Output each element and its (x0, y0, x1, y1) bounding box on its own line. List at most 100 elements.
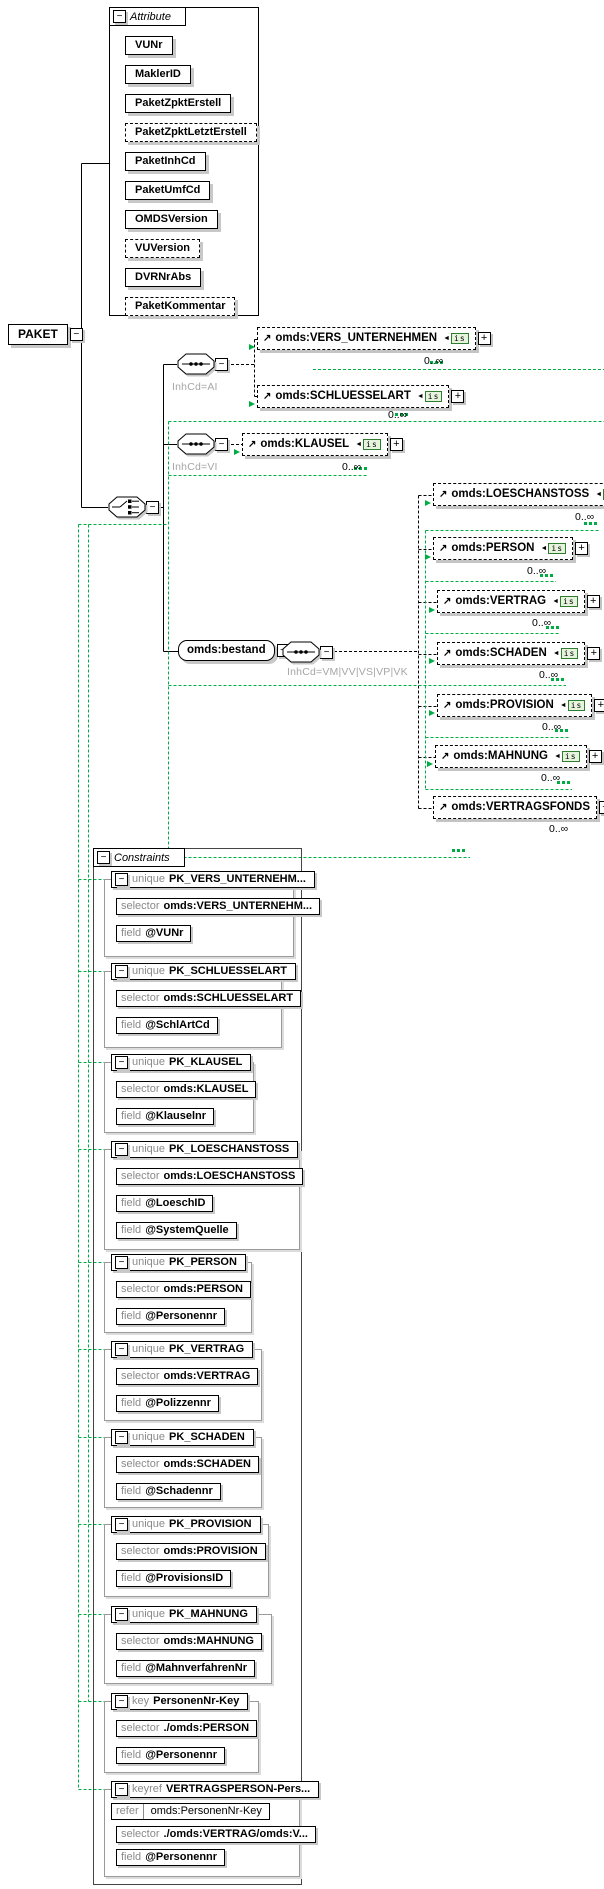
constraint-pk-person[interactable]: − unique PK_PERSON selector omds:PERSON … (104, 1254, 252, 1333)
constraint-selector[interactable]: selector omds:SCHADEN (116, 1456, 259, 1473)
collapse-icon[interactable]: − (115, 1518, 128, 1531)
element-omds-provision[interactable]: ↗ omds:PROVISION ◄is + (437, 694, 604, 717)
attribute-dvrnrabs[interactable]: DVRNrAbs (125, 268, 202, 287)
sequence-compositor-vi[interactable]: − (177, 433, 228, 455)
constraint-header[interactable]: − unique PK_VERS_UNTERNEHM... (111, 871, 315, 888)
element-omds-mahnung[interactable]: ↗ omds:MAHNUNG ◄is + (435, 745, 602, 768)
constraint-header[interactable]: − unique PK_PERSON (111, 1254, 246, 1271)
attribute-omdsversion[interactable]: OMDSVersion (125, 210, 218, 229)
constraint-field[interactable]: field @Polizzennr (116, 1395, 219, 1412)
constraint-field[interactable]: field @Personennr (116, 1747, 226, 1764)
sequence-compositor-bestand[interactable]: − (282, 641, 333, 663)
constraint-field[interactable]: field @Personennr (116, 1849, 226, 1866)
collapse-icon[interactable]: − (215, 357, 228, 371)
constraint-pk-mahnung[interactable]: − unique PK_MAHNUNG selector omds:MAHNUN… (104, 1606, 272, 1684)
attribute-maklerid[interactable]: MaklerID (125, 65, 191, 84)
element-box[interactable]: ↗ omds:VERS_UNTERNEHMEN ◄is (257, 327, 476, 350)
constraint-header[interactable]: − key PersonenNr-Key (111, 1693, 249, 1710)
constraint-header[interactable]: − unique PK_SCHLUESSELART (111, 963, 297, 980)
collapse-icon[interactable]: − (115, 965, 128, 978)
expand-icon[interactable]: + (588, 750, 602, 763)
collapse-icon[interactable]: − (215, 437, 228, 451)
constraint-header[interactable]: − unique PK_MAHNUNG (111, 1606, 257, 1623)
choice-compositor[interactable]: − (108, 496, 159, 518)
constraint-field[interactable]: field @Personennr (116, 1308, 226, 1325)
expand-icon[interactable]: + (451, 390, 465, 403)
element-box[interactable]: ↗ omds:KLAUSEL ◄is (242, 433, 388, 456)
constraint-pk-schaden[interactable]: − unique PK_SCHADEN selector omds:SCHADE… (104, 1429, 262, 1508)
attribute-paketzpkterstell[interactable]: PaketZpktErstell (125, 94, 232, 113)
element-box[interactable]: ↗ omds:PERSON ◄is (433, 537, 574, 560)
constraint-selector[interactable]: selector ./omds:VERTRAG/omds:V... (116, 1826, 316, 1843)
constraint-selector[interactable]: selector omds:LOESCHANSTOSS (116, 1168, 304, 1185)
collapse-icon[interactable]: − (115, 1143, 128, 1156)
constraint-pk-vers-unternehmen[interactable]: − unique PK_VERS_UNTERNEHM... selector o… (104, 871, 321, 957)
constraint-selector[interactable]: selector ./omds:PERSON (116, 1720, 258, 1737)
expand-icon[interactable]: + (599, 801, 604, 814)
collapse-icon[interactable]: − (115, 1608, 128, 1621)
element-omds-vers-unternehmen[interactable]: ↗ omds:VERS_UNTERNEHMEN ◄is + (257, 327, 491, 350)
collapse-icon[interactable]: − (97, 851, 110, 864)
constraint-header[interactable]: − unique PK_PROVISION (111, 1516, 261, 1533)
constraint-field[interactable]: field @ProvisionsID (116, 1570, 232, 1587)
constraint-pk-loeschanstoss[interactable]: − unique PK_LOESCHANSTOSS selector omds:… (104, 1141, 304, 1250)
attribute-vuversion[interactable]: VUVersion (125, 239, 201, 258)
element-omds-bestand[interactable]: omds:bestand − (178, 640, 290, 661)
constraint-selector[interactable]: selector omds:VERS_UNTERNEHM... (116, 898, 321, 915)
collapse-icon[interactable]: − (115, 1056, 128, 1069)
element-box[interactable]: ↗ omds:PROVISION ◄is (437, 694, 593, 717)
collapse-icon[interactable]: − (320, 645, 333, 659)
attribute-paketinhcd[interactable]: PaketInhCd (125, 152, 206, 171)
element-box[interactable]: ↗ omds:SCHADEN ◄is (437, 642, 586, 665)
constraint-pk-provision[interactable]: − unique PK_PROVISION selector omds:PROV… (104, 1516, 269, 1597)
constraint-field[interactable]: field @SchlArtCd (116, 1017, 218, 1034)
element-omds-vertrag[interactable]: ↗ omds:VERTRAG ◄is + (437, 590, 600, 613)
element-omds-klausel[interactable]: ↗ omds:KLAUSEL ◄is + (242, 433, 403, 456)
constraint-personennr-key[interactable]: − key PersonenNr-Key selector ./omds:PER… (104, 1693, 259, 1773)
attribute-paketkommentar[interactable]: PaketKommentar (125, 297, 236, 316)
collapse-icon[interactable]: − (146, 500, 159, 514)
element-omds-vertragsfonds[interactable]: ↗ omds:VERTRAGSFONDS + (433, 796, 604, 819)
collapse-icon[interactable]: − (115, 1695, 128, 1708)
expand-icon[interactable]: + (587, 647, 601, 660)
constraint-field[interactable]: field @VUNr (116, 925, 192, 942)
constraint-pk-klausel[interactable]: − unique PK_KLAUSEL selector omds:KLAUSE… (104, 1054, 257, 1133)
sequence-compositor-ai[interactable]: − (177, 353, 228, 375)
constraint-selector[interactable]: selector omds:PROVISION (116, 1543, 266, 1560)
constraint-header[interactable]: − unique PK_KLAUSEL (111, 1054, 252, 1071)
element-omds-person[interactable]: ↗ omds:PERSON ◄is + (433, 537, 589, 560)
collapse-icon[interactable]: − (115, 1256, 128, 1269)
constraints-group-header[interactable]: − Constraints (93, 848, 185, 867)
expand-icon[interactable]: + (594, 699, 604, 712)
constraint-selector[interactable]: selector omds:PERSON (116, 1281, 251, 1298)
element-box[interactable]: ↗ omds:VERTRAG ◄is (437, 590, 585, 613)
collapse-icon[interactable]: − (115, 1783, 128, 1796)
expand-icon[interactable]: + (389, 438, 403, 451)
attribute-paketumfcd[interactable]: PaketUmfCd (125, 181, 211, 200)
constraint-vertragsperson-keyref[interactable]: − keyref VERTRAGSPERSON-Pers... refer om… (104, 1781, 320, 1877)
collapse-icon[interactable]: − (113, 10, 126, 23)
element-box[interactable]: ↗ omds:SCHLUESSELART ◄is (257, 385, 450, 408)
constraint-pk-schluesselart[interactable]: − unique PK_SCHLUESSELART selector omds:… (104, 963, 302, 1048)
constraint-selector[interactable]: selector omds:VERTRAG (116, 1368, 259, 1385)
constraint-field[interactable]: field @MahnverfahrenNr (116, 1660, 255, 1677)
constraint-header[interactable]: − unique PK_SCHADEN (111, 1429, 254, 1446)
constraint-header[interactable]: − keyref VERTRAGSPERSON-Pers... (111, 1781, 320, 1798)
attribute-paketzpktletzterstell[interactable]: PaketZpktLetztErstell (125, 123, 257, 142)
constraint-field[interactable]: field @SystemQuelle (116, 1222, 237, 1239)
element-omds-loeschanstoss[interactable]: ↗ omds:LOESCHANSTOSS ◄is + (433, 483, 604, 506)
collapse-icon[interactable]: − (115, 1431, 128, 1444)
element-paket[interactable]: PAKET − (8, 324, 83, 345)
constraint-pk-vertrag[interactable]: − unique PK_VERTRAG selector omds:VERTRA… (104, 1341, 262, 1421)
constraint-field[interactable]: field @LoeschID (116, 1195, 214, 1212)
element-omds-schluesselart[interactable]: ↗ omds:SCHLUESSELART ◄is + (257, 385, 465, 408)
constraint-field[interactable]: field @Schadennr (116, 1483, 221, 1500)
expand-icon[interactable]: + (575, 542, 589, 555)
constraint-selector[interactable]: selector omds:MAHNUNG (116, 1633, 262, 1650)
constraint-header[interactable]: − unique PK_VERTRAG (111, 1341, 254, 1358)
element-omds-schaden[interactable]: ↗ omds:SCHADEN ◄is + (437, 642, 601, 665)
attribute-vunr[interactable]: VUNr (125, 36, 173, 55)
constraint-header[interactable]: − unique PK_LOESCHANSTOSS (111, 1141, 299, 1158)
element-box[interactable]: ↗ omds:LOESCHANSTOSS ◄is (433, 483, 604, 506)
element-box[interactable]: ↗ omds:VERTRAGSFONDS (433, 796, 598, 819)
